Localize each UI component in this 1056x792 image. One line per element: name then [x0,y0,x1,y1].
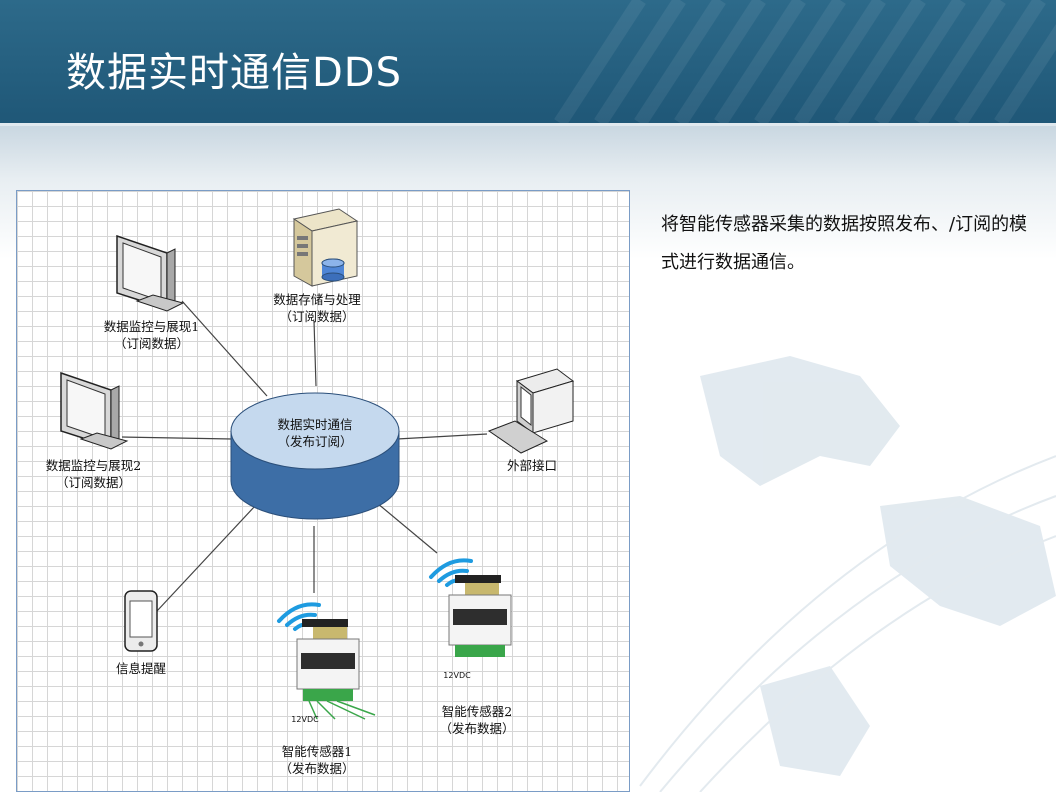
header-decoration [554,0,1056,123]
sensor1-label: 智能传感器1 （发布数据） [262,743,372,777]
mobile-phone-icon [124,590,158,652]
description-text: 将智能传感器采集的数据按照发布、/订阅的模式进行数据通信。 [661,214,1028,273]
center-label-line2: （发布订阅） [277,434,353,449]
diagram-graphics [60,208,575,720]
smart-sensor-device-icon [277,602,376,720]
server-icon [292,208,359,287]
alert-label: 信息提醒 [101,660,181,677]
sensor1-voltage: 12VDC [291,715,319,724]
storage-label-line1: 数据存储与处理 [273,292,361,307]
link-alert [156,505,256,612]
external-label-line1: 外部接口 [506,458,557,473]
sensor2-label: 智能传感器2 （发布数据） [422,703,532,737]
dds-architecture-diagram: 数据实时通信 （发布订阅） 数据存储与处理 （订阅数据） 数据监控与展现1 （订… [16,190,630,792]
desktop-computer-icon [487,368,575,454]
link-storage [313,320,317,387]
dds-bus-cylinder [230,392,400,520]
monitor2-label-line2: （订阅数据） [55,475,131,490]
storage-label-line2: （订阅数据） [279,309,355,324]
storage-label: 数据存储与处理 （订阅数据） [262,291,372,325]
external-label: 外部接口 [487,457,577,474]
monitor1-label-line2: （订阅数据） [113,336,189,351]
link-sensor2 [376,502,438,554]
connection-lines [121,300,488,612]
world-map-background [639,356,1056,792]
title-bar: 数据实时通信DDS [0,0,1056,123]
monitor2-label-line1: 数据监控与展现2 [45,458,142,473]
alert-label-line1: 信息提醒 [115,661,166,676]
sensor1-label-line1: 智能传感器1 [281,744,353,759]
center-label-line1: 数据实时通信 [277,417,353,432]
link-external [396,433,488,440]
link-monitor2 [121,436,233,440]
link-monitor1 [181,300,268,397]
center-label: 数据实时通信 （发布订阅） [247,416,383,450]
monitor1-label: 数据监控与展现1 （订阅数据） [89,318,214,352]
monitor-icon [116,234,185,312]
monitor-icon [60,371,129,450]
monitor1-label-line1: 数据监控与展现1 [103,319,200,334]
sensor2-voltage: 12VDC [443,671,471,680]
sensor1-label-line2: （发布数据） [279,761,355,776]
sensor2-label-line2: （发布数据） [439,721,515,736]
smart-sensor-device-icon [429,558,512,657]
sensor2-label-line1: 智能传感器2 [441,704,513,719]
monitor2-label: 数据监控与展现2 （订阅数据） [31,457,156,491]
page-title: 数据实时通信DDS [66,50,402,96]
header-divider [0,123,1056,126]
